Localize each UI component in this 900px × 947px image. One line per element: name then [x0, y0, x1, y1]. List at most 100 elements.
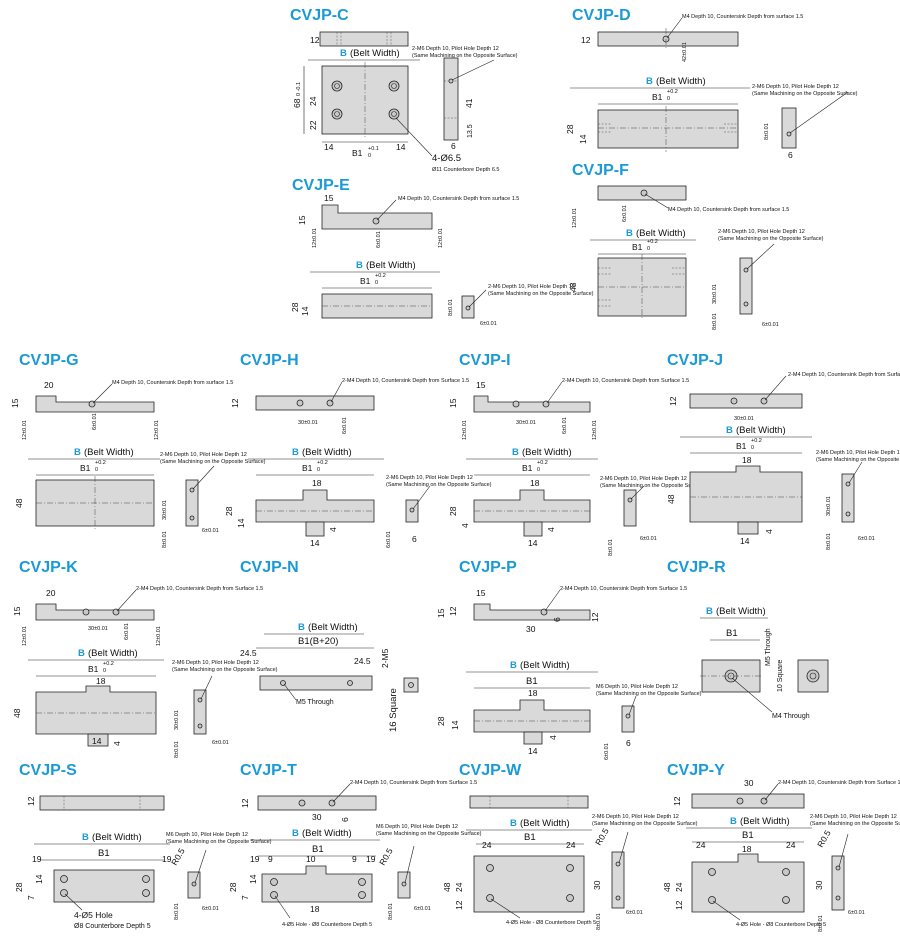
e-tap-note: 2-M6 Depth 10, Pilot Hole Depth 12: [488, 284, 575, 290]
y-dim-24b: 24: [786, 840, 796, 850]
h-front-view: [255, 489, 375, 523]
e-dim-6: 6±0.01: [376, 231, 382, 248]
s-m6-note: M6 Depth 10, Pilot Hole Depth 12: [166, 832, 248, 838]
i-b-label: B: [512, 447, 519, 458]
drawing-cvjp-n: B (Belt Width) B1(B+20) 24.5 24.5 2-M5 M…: [240, 622, 419, 732]
c-belt-width: (Belt Width): [350, 48, 400, 59]
g-dim-30: 30±0.01: [162, 500, 168, 520]
i-tab: [523, 521, 543, 537]
k-dim-b1-sub: 0: [103, 668, 106, 674]
d-b-label: B: [646, 76, 653, 87]
k-b-label: B: [78, 648, 85, 659]
s-dim-14: 14: [34, 874, 44, 884]
j-dim-48: 48: [666, 494, 676, 504]
p-m6-note: M6 Depth 10, Pilot Hole Depth 12: [596, 684, 678, 690]
k-dim-b1-sup: +0.2: [103, 661, 114, 667]
title-cvjp-p: CVJP-P: [459, 559, 517, 576]
p-top-view: [473, 603, 591, 621]
j-tap-note-sub: (Same Machining on the Opposite Surface): [816, 457, 900, 463]
n-b-label: B: [298, 622, 305, 633]
drawing-cvjp-f: 12±0.01 6±0.01 M4 Depth 10, Countersink …: [568, 185, 824, 330]
h-dim-4: 4: [328, 527, 338, 532]
f-tap-note: 2-M6 Depth 10, Pilot Hole Depth 12: [718, 229, 805, 235]
w-dim-6: 6±0.01: [626, 910, 643, 916]
y-dim-12b: 12: [674, 900, 684, 910]
j-dim-b1: B1: [736, 441, 747, 451]
y-dim-b1: B1: [742, 830, 754, 841]
y-dim-24a: 24: [696, 840, 706, 850]
e-dim-8: 8±0.01: [448, 299, 454, 316]
drawing-cvjp-s: 12 B (Belt Width) B1 19 19 28 7 14 4-Ø5 …: [14, 795, 272, 930]
drawing-cvjp-k: 20 15 12±0.01 30±0.01 6±0.01 12±0.01 2-M…: [12, 586, 278, 758]
f-dim-12: 12±0.01: [572, 208, 578, 228]
j-tab: [737, 521, 759, 535]
c-hole-note: 4-Ø6.5: [432, 153, 461, 164]
y-dim-8: 8±0.01: [818, 915, 824, 932]
t-dim-6: 6: [340, 817, 350, 822]
i-dim-18: 18: [530, 478, 540, 488]
k-dim-18: 18: [96, 676, 106, 686]
t-dim-30: 30: [312, 812, 322, 822]
s-dim-19b: 19: [162, 854, 172, 864]
i-dim-b1-sub: 0: [537, 467, 540, 473]
w-dim-30: 30: [592, 880, 602, 890]
k-dim-12b: 12±0.01: [156, 626, 162, 646]
p-side-view: [621, 705, 635, 733]
f-dim-6: 6±0.01: [622, 205, 628, 222]
drawing-cvjp-j: 12 30±0.01 2-M4 Depth 10, Countersink De…: [666, 372, 900, 550]
e-dim-14: 14: [300, 306, 310, 316]
d-tap-note-sub: (Same Machining on the Opposite Surface): [752, 91, 858, 97]
w-top-view: [469, 795, 589, 809]
c-tap-note-sub: (Same Machining on the Opposite Surface): [412, 53, 518, 59]
j-m4-note: 2-M4 Depth 10, Countersink Depth from Su…: [788, 372, 900, 378]
k-dim-48: 48: [12, 708, 22, 718]
h-dim-30: 30±0.01: [298, 420, 318, 426]
t-front-view: [261, 865, 373, 903]
c-dim-13-5: 13.5: [467, 124, 474, 138]
e-dim-b1: B1: [360, 276, 371, 286]
d-side-view: [781, 107, 797, 149]
i-side-view: [623, 489, 637, 527]
s-dim-6: 6±0.01: [202, 906, 219, 912]
g-dim-8: 8±0.01: [162, 531, 168, 548]
k-dim-20: 20: [46, 588, 56, 598]
y-m4-note: 2-M4 Depth 10, Countersink Depth from Su…: [778, 780, 900, 786]
drawing-cvjp-c: 12 B (Belt Width) 68 0 -0.1 24 22 14 14 …: [292, 31, 518, 173]
y-r05: R0.5: [815, 828, 833, 849]
drawing-cvjp-i: 15 15 12±0.01 30±0.01 6±0.01 12±0.01 2-M…: [448, 378, 706, 556]
c-dim-b1: B1: [352, 148, 363, 158]
f-dim-8: 8±0.01: [712, 313, 718, 330]
j-dim-8: 8±0.01: [826, 533, 832, 550]
j-dim-30b: 30±0.01: [826, 496, 832, 516]
t-dim-28: 28: [228, 882, 238, 892]
e-dim-15b: 15: [297, 215, 307, 225]
drawing-cvjp-h: 12 30±0.01 6±0.01 2-M4 Depth 10, Counter…: [224, 378, 492, 548]
j-dim-4: 4: [764, 529, 774, 534]
e-dim-15: 15: [324, 193, 334, 203]
e-dim-12a: 12±0.01: [312, 228, 318, 248]
s-front-view: [53, 869, 155, 903]
e-dim-12b: 12±0.01: [438, 228, 444, 248]
s-m6-note-sub: (Same Machining on the Opposite Surface): [166, 839, 272, 845]
title-cvjp-e: CVJP-E: [292, 177, 350, 194]
f-dim-30: 30±0.01: [712, 284, 718, 304]
drawing-cvjp-y: 30 12 2-M4 Depth 10, Countersink Depth f…: [662, 778, 900, 932]
drawing-cvjp-e: 15 15 12±0.01 6±0.01 12±0.01 M4 Depth 10…: [290, 193, 594, 327]
w-dim-48: 48: [442, 882, 452, 892]
g-dim-b1-sub: 0: [95, 467, 98, 473]
t-dim-7: 7: [240, 895, 250, 900]
s-dim-19a: 19: [32, 854, 42, 864]
h-dim-6c: 6: [412, 534, 417, 544]
d-dim-b1-sub: 0: [667, 96, 670, 102]
h-dim-6: 6±0.01: [342, 417, 348, 434]
i-dim-12b: 12±0.01: [592, 420, 598, 440]
h-top-view: [255, 395, 375, 411]
i-dim-4: 4: [460, 523, 470, 528]
f-dim-6b: 6±0.01: [762, 322, 779, 328]
n-dim-24-5: 24.5: [240, 648, 257, 658]
j-top-view: [689, 393, 803, 409]
w-dim-12: 12: [454, 900, 464, 910]
drawing-cvjp-g: 20 15 12±0.01 6±0.01 12±0.01 M4 Depth 10…: [10, 380, 266, 548]
r-belt-width: (Belt Width): [716, 606, 766, 617]
g-dim-20: 20: [44, 380, 54, 390]
